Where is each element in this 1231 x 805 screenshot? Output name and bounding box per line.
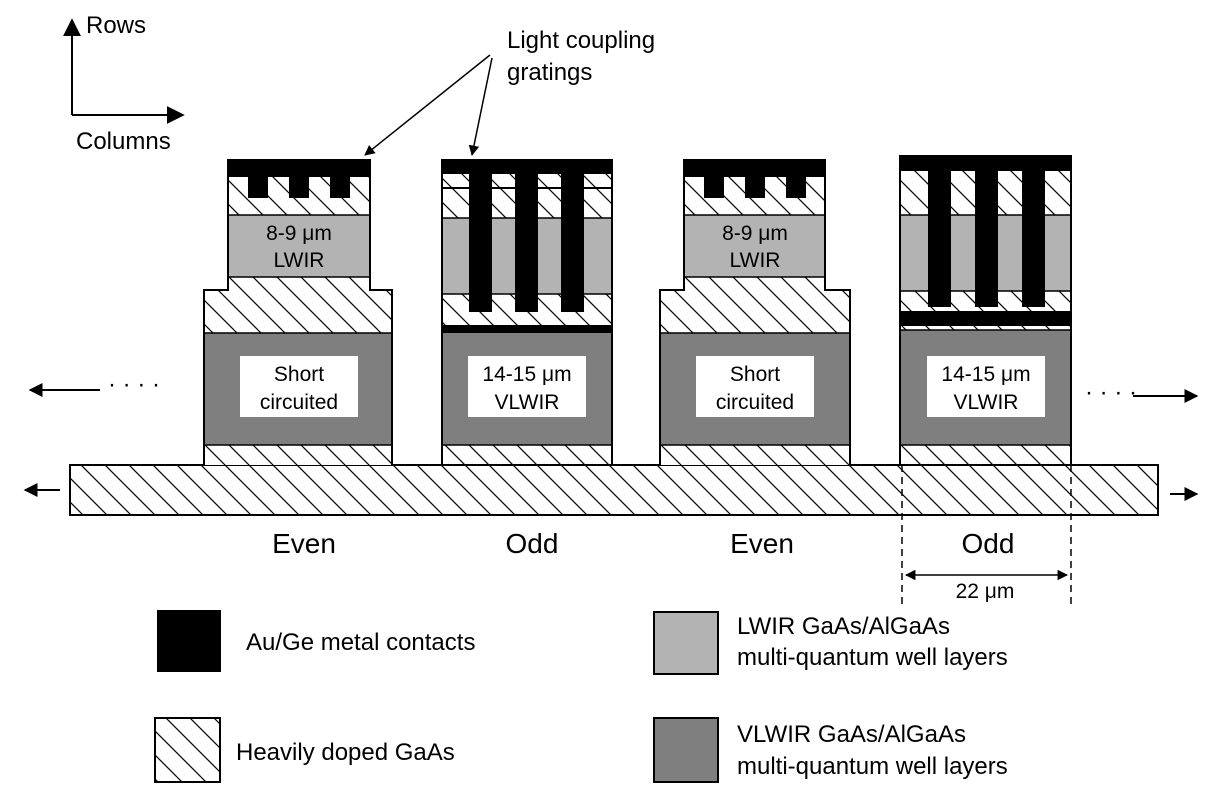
pixel-odd-1: 14-15 μm VLWIR Odd [441, 159, 613, 559]
lwir-mqw-layer [684, 215, 825, 277]
pixel-odd-2: 14-15 μm VLWIR Odd [899, 155, 1072, 559]
legend-label-vlwir-line1: VLWIR GaAs/AlGaAs [737, 721, 966, 748]
vlwir-band-line1: 14-15 μm [941, 363, 1030, 386]
pixel-even-2: 8-9 μm LWIR Short circuited Even [659, 159, 851, 559]
callout-arrow-even [364, 54, 491, 156]
legend-label-metal: Au/Ge metal contacts [246, 629, 475, 656]
label-box [468, 356, 586, 417]
lwir-band-line2: LWIR [730, 249, 781, 272]
lwir-mqw-layer [228, 215, 370, 277]
legend-label-lwir-line2: multi-quantum well layers [737, 644, 1008, 671]
legend-swatch-metal [157, 610, 221, 672]
columns-label: Columns [76, 128, 171, 155]
pixel-even-1: 8-9 μm LWIR Short circuited Even [203, 159, 393, 559]
lwir-band-line1: 8-9 μm [722, 222, 788, 245]
grating-callout: Light coupling gratings [364, 27, 655, 157]
short-circuited-line1: Short [730, 363, 780, 386]
grating-tooth [928, 171, 951, 307]
metal-contact [442, 160, 612, 174]
metal-contact [228, 160, 370, 177]
short-circuited-line2: circuited [716, 391, 794, 414]
dimension-label: 22 μm [956, 580, 1015, 603]
vlwir-band-line2: VLWIR [495, 391, 560, 414]
grating-tooth [975, 171, 998, 307]
left-ellipsis: · · · · [108, 371, 160, 398]
short-circuited-line1: Short [274, 363, 324, 386]
pitch-dimension: 22 μm [901, 465, 1072, 608]
legend: Au/Ge metal contacts Heavily doped GaAs … [154, 610, 1008, 783]
grating-tooth [745, 176, 765, 198]
grating-tooth [248, 176, 268, 198]
short-circuited-line2: circuited [260, 391, 338, 414]
vlwir-band-line1: 14-15 μm [482, 363, 571, 386]
callout-label-line2: gratings [507, 59, 592, 86]
lwir-band-line1: 8-9 μm [266, 222, 332, 245]
metal-contact [442, 325, 612, 333]
column-label-even: Even [272, 528, 336, 559]
label-box [927, 356, 1045, 417]
axes-indicator: Rows Columns [63, 12, 185, 155]
column-label-odd: Odd [506, 528, 559, 559]
rows-label: Rows [86, 12, 146, 39]
grating-tooth [515, 174, 538, 312]
label-box [696, 356, 814, 417]
legend-label-vlwir-line2: multi-quantum well layers [737, 753, 1008, 780]
continuation-indicators: · · · · · · · · [23, 371, 1199, 501]
substrate-layer [69, 464, 1159, 516]
grating-tooth [704, 176, 724, 198]
grating-tooth [786, 176, 806, 198]
legend-swatch-doped [154, 717, 221, 783]
grating-tooth [561, 174, 584, 312]
column-label-even: Even [730, 528, 794, 559]
grating-tooth [330, 176, 350, 198]
metal-contact [900, 156, 1071, 171]
metal-contact [900, 311, 1071, 326]
grating-tooth [469, 174, 492, 312]
grating-tooth [289, 176, 309, 198]
legend-swatch-vlwir [653, 717, 719, 783]
column-label-odd: Odd [962, 528, 1015, 559]
grating-tooth [1022, 171, 1045, 307]
lwir-band-line2: LWIR [274, 249, 325, 272]
legend-label-doped: Heavily doped GaAs [236, 739, 455, 766]
legend-label-lwir-line1: LWIR GaAs/AlGaAs [737, 613, 950, 640]
callout-label-line1: Light coupling [507, 27, 655, 54]
label-box [240, 356, 358, 417]
legend-swatch-lwir [653, 611, 719, 675]
metal-contact [684, 160, 825, 177]
callout-arrow-odd [468, 57, 493, 157]
vlwir-band-line2: VLWIR [954, 391, 1019, 414]
right-ellipsis: · · · · [1085, 379, 1137, 406]
